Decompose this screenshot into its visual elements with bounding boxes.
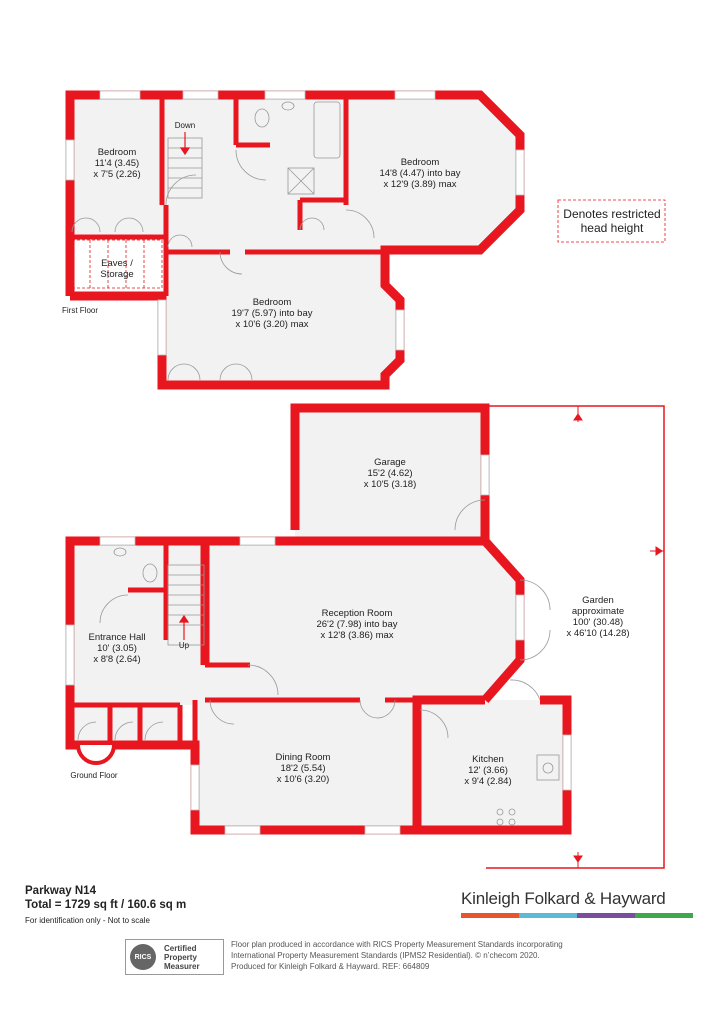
entrance-dims2: x 8'8 (2.64) [93,654,140,665]
disclaimer-line3: Produced for Kinleigh Folkard & Hayward.… [231,962,430,971]
room-labels: Bedroom 11'4 (3.45) x 7'5 (2.26) Bedroom… [62,121,630,787]
legend-line2: head height [581,221,644,235]
floor-plan: Denotes restricted head height Bedroom 1… [62,90,666,869]
dining-dims2: x 10'6 (3.20) [277,774,330,785]
ground-floor-label: Ground Floor [70,771,117,780]
first-floor-walls [65,90,525,390]
up-label: Up [179,641,190,650]
ground-floor-fixtures [77,499,560,826]
brand-bar-segment [461,913,519,918]
bedroom3-dims2: x 10'6 (3.20) max [235,319,308,330]
ground-floor-windows [65,454,572,835]
first-floor-fill [70,95,520,385]
kitchen-dims2: x 9'4 (2.84) [464,776,511,787]
brand-bar-segment [519,913,577,918]
brand-color-bar [461,913,693,918]
garage-dims2: x 10'5 (3.18) [364,479,417,490]
kitchen-name: Kitchen [472,754,504,765]
bedroom1-name: Bedroom [98,147,137,158]
first-floor-windows [65,90,525,356]
rics-text: Certified Property Measurer [164,944,200,971]
garden-name: Garden [582,595,614,606]
dining-name: Dining Room [276,752,331,763]
ground-floor [65,403,665,869]
bedroom2-dims2: x 12'9 (3.89) max [383,179,456,190]
bedroom2-dims1: 14'8 (4.47) into bay [379,168,460,179]
rics-line1: Certified [164,943,197,953]
eaves-line1: Eaves / [101,258,133,269]
rics-logo-icon: RICS [130,944,156,970]
garden-boundary [486,405,665,869]
bedroom1-dims2: x 7'5 (2.26) [93,169,140,180]
rics-line2: Property [164,952,197,962]
bedroom3-name: Bedroom [253,297,292,308]
ground-floor-fill [70,408,567,830]
garden-dims1: 100' (30.48) [573,617,623,628]
stair-arrow-down [179,132,191,156]
eaves-line2: Storage [100,269,133,280]
stair-arrow-up [178,614,190,640]
disclaimer-line1: Floor plan produced in accordance with R… [231,940,563,949]
garden-dims2: x 46'10 (14.28) [566,628,629,639]
reception-dims1: 26'2 (7.98) into bay [316,619,397,630]
first-floor [65,90,525,390]
agency-brand: Kinleigh Folkard & Hayward [461,889,693,918]
kitchen-dims1: 12' (3.66) [468,765,508,776]
dining-dims1: 18'2 (5.54) [280,763,325,774]
agency-name: Kinleigh Folkard & Hayward [461,889,666,908]
first-floor-fixtures [71,101,375,381]
bedroom1-dims1: 11'4 (3.45) [95,158,139,169]
down-label: Down [175,121,195,130]
rics-badge: RICS Certified Property Measurer [125,939,224,975]
porch-bay [76,744,116,765]
ground-floor-inner-walls [72,545,417,760]
entrance-dims1: 10' (3.05) [97,643,137,654]
brand-bar-segment [577,913,635,918]
property-total-area: Total = 1729 sq ft / 160.6 sq m [25,899,187,911]
disclaimer-line2: International Property Measurement Stand… [231,951,540,960]
reception-name: Reception Room [322,608,393,619]
bedroom2-name: Bedroom [401,157,440,168]
rics-line3: Measurer [164,961,200,971]
property-address: Parkway N14 [25,885,96,897]
brand-bar-segment [635,913,693,918]
property-footer: Parkway N14 Total = 1729 sq ft / 160.6 s… [25,884,305,925]
reception-dims2: x 12'8 (3.86) max [320,630,393,641]
bedroom3-dims1: 19'7 (5.97) into bay [231,308,312,319]
restricted-height-legend: Denotes restricted head height [557,199,666,243]
disclaimer: Floor plan produced in accordance with R… [231,939,651,972]
entrance-name: Entrance Hall [88,632,145,643]
first-floor-label: First Floor [62,306,98,315]
legend-line1: Denotes restricted [563,207,660,221]
scale-note: For identification only - Not to scale [25,916,150,925]
first-floor-inner-walls [70,99,385,296]
garage-name: Garage [374,457,406,468]
garden-line2: approximate [572,606,624,617]
garage-dims1: 15'2 (4.62) [367,468,412,479]
